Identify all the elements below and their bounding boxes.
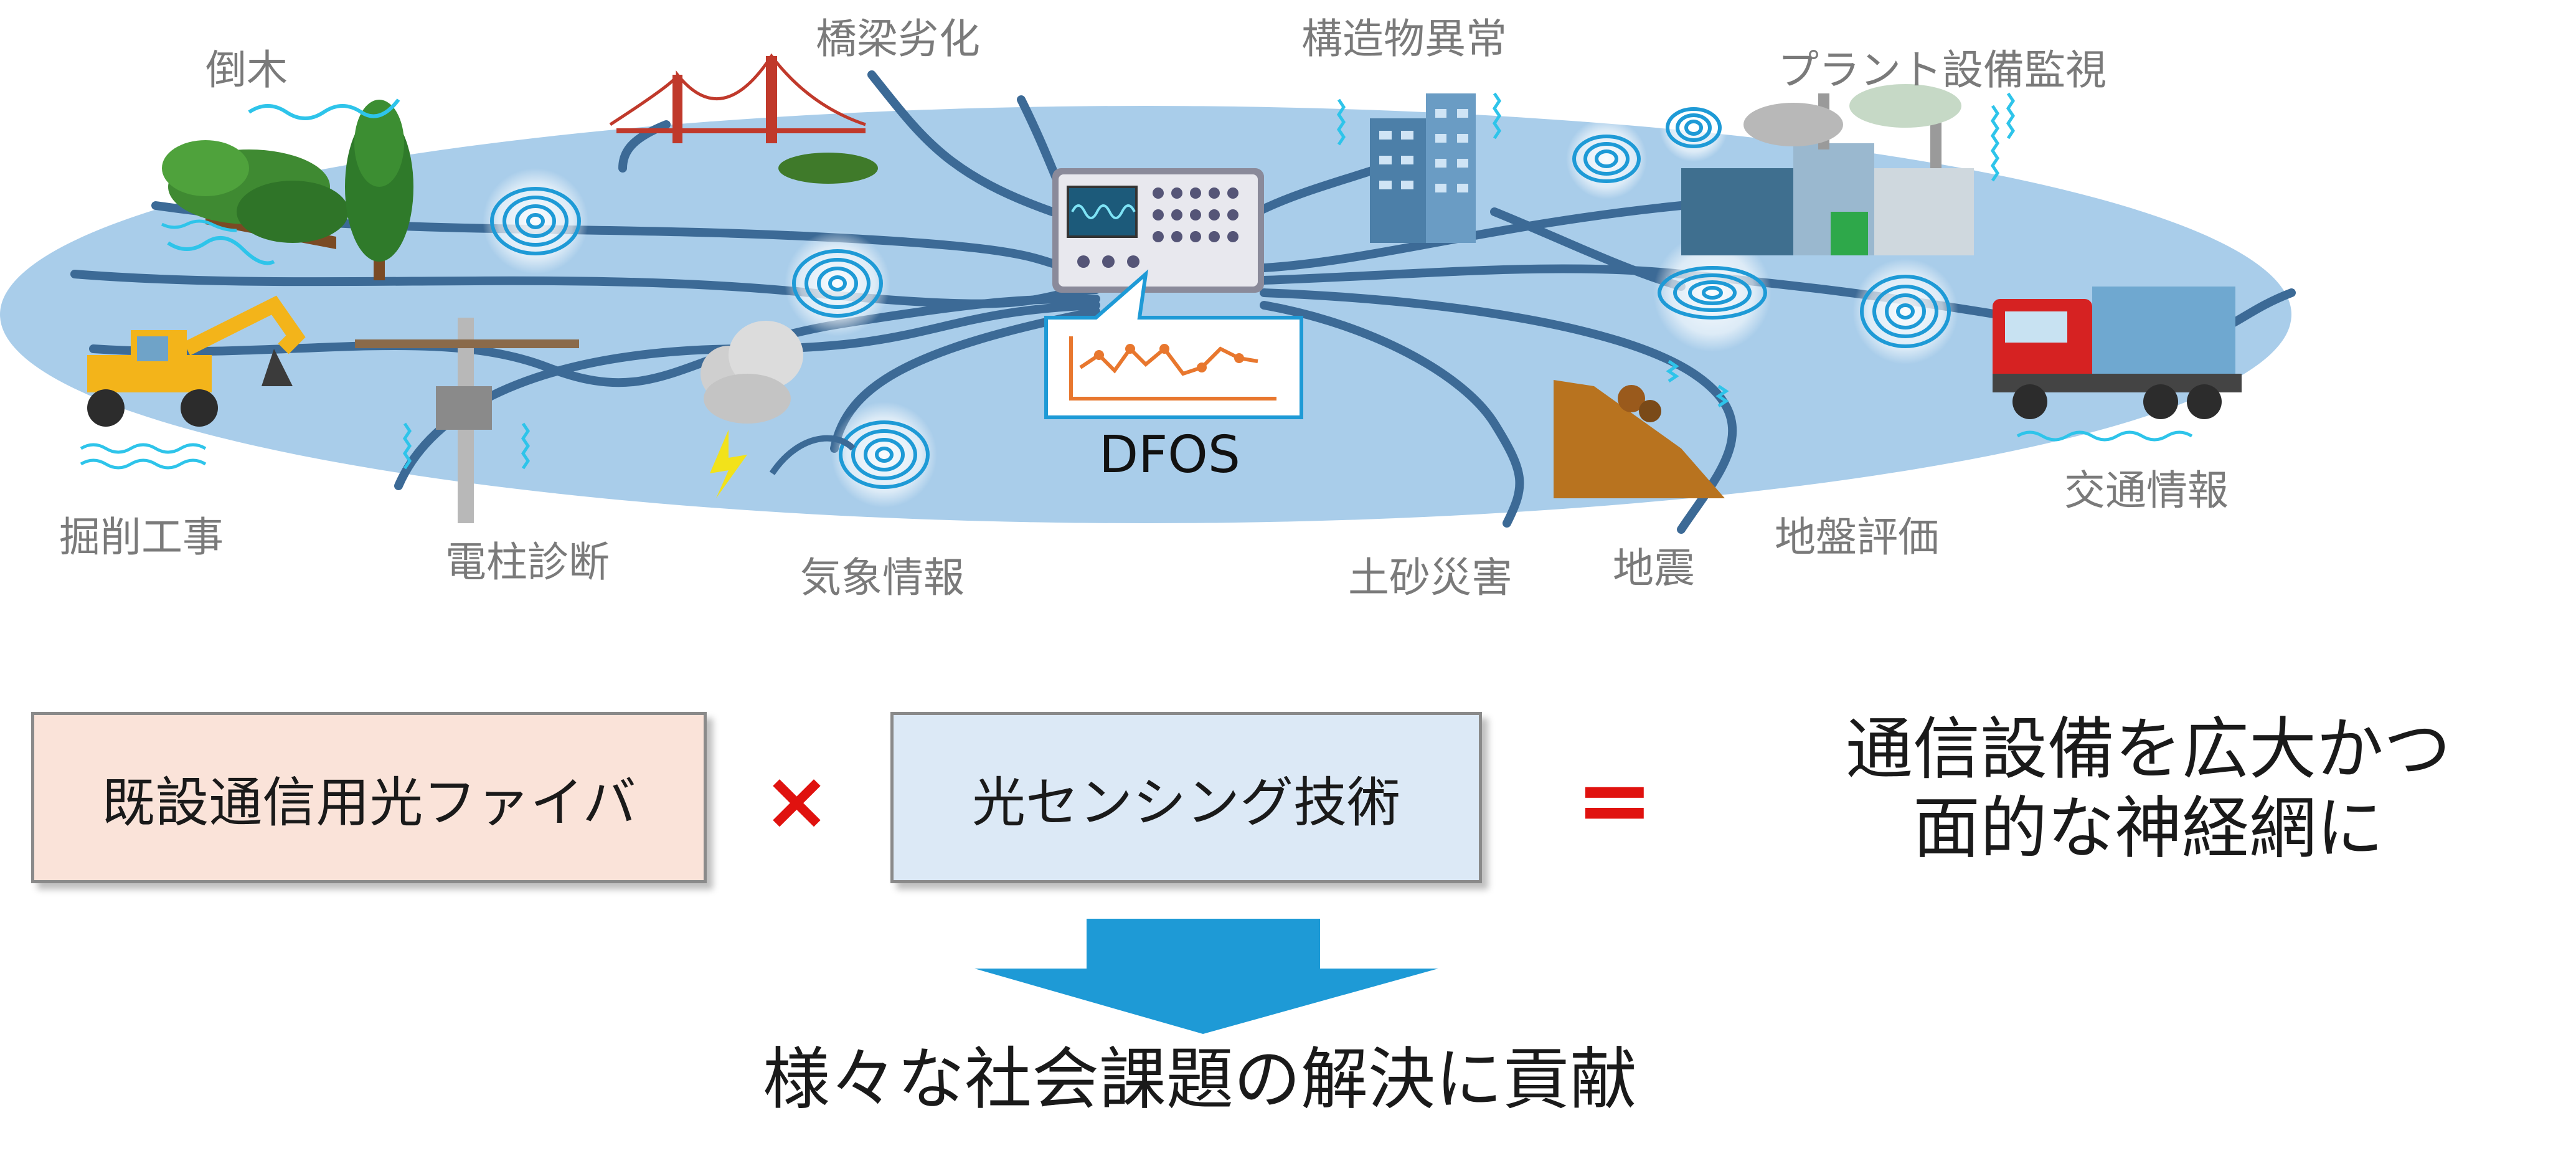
truck-illustration (1993, 287, 2242, 442)
excavator-illustration (80, 219, 306, 470)
down-arrow (974, 919, 1438, 1034)
label-utility-pole: 電柱診断 (445, 538, 610, 586)
building-illustration (1336, 92, 1502, 243)
storm-cloud-illustration (701, 321, 856, 498)
result-text: 通信設備を広大かつ 面的な神経網に (1743, 710, 2553, 869)
optical-sensing-box: 光センシング技術 (890, 712, 1482, 883)
dfos-instrument-illustration (1044, 168, 1303, 419)
result-line-2: 面的な神経網に (1912, 790, 2384, 868)
equals-symbol: = (1575, 746, 1654, 855)
times-symbol: × (763, 753, 831, 848)
label-traffic: 交通情報 (2064, 467, 2229, 514)
label-weather: 気象情報 (800, 554, 965, 602)
result-line-1: 通信設備を広大かつ (1845, 711, 2451, 789)
plant-illustration (1681, 84, 2016, 255)
label-structure: 構造物異常 (1301, 15, 1507, 63)
optical-sensing-text: 光センシング技術 (972, 772, 1400, 834)
existing-fiber-box: 既設通信用光ファイバ (31, 712, 707, 883)
label-fallen-tree: 倒木 (205, 46, 288, 94)
label-ground: 地盤評価 (1775, 513, 1939, 561)
label-landslide: 土砂災害 (1348, 554, 1512, 602)
sensor-markers (483, 93, 1958, 508)
fallen-tree-illustration (162, 98, 413, 280)
landslide-illustration (1554, 359, 1729, 498)
label-bridge: 橋梁劣化 (816, 15, 980, 63)
label-earthquake: 地震 (1613, 544, 1695, 592)
utility-pole-illustration (355, 318, 579, 523)
existing-fiber-text: 既設通信用光ファイバ (101, 772, 636, 834)
bridge-illustration (609, 53, 878, 184)
label-excavation: 掘削工事 (59, 513, 224, 561)
label-plant: プラント設備監視 (1778, 46, 2107, 94)
dfos-label: DFOS (1099, 425, 1240, 485)
conclusion-text: 様々な社会課題の解決に貢献 (763, 1041, 1638, 1119)
